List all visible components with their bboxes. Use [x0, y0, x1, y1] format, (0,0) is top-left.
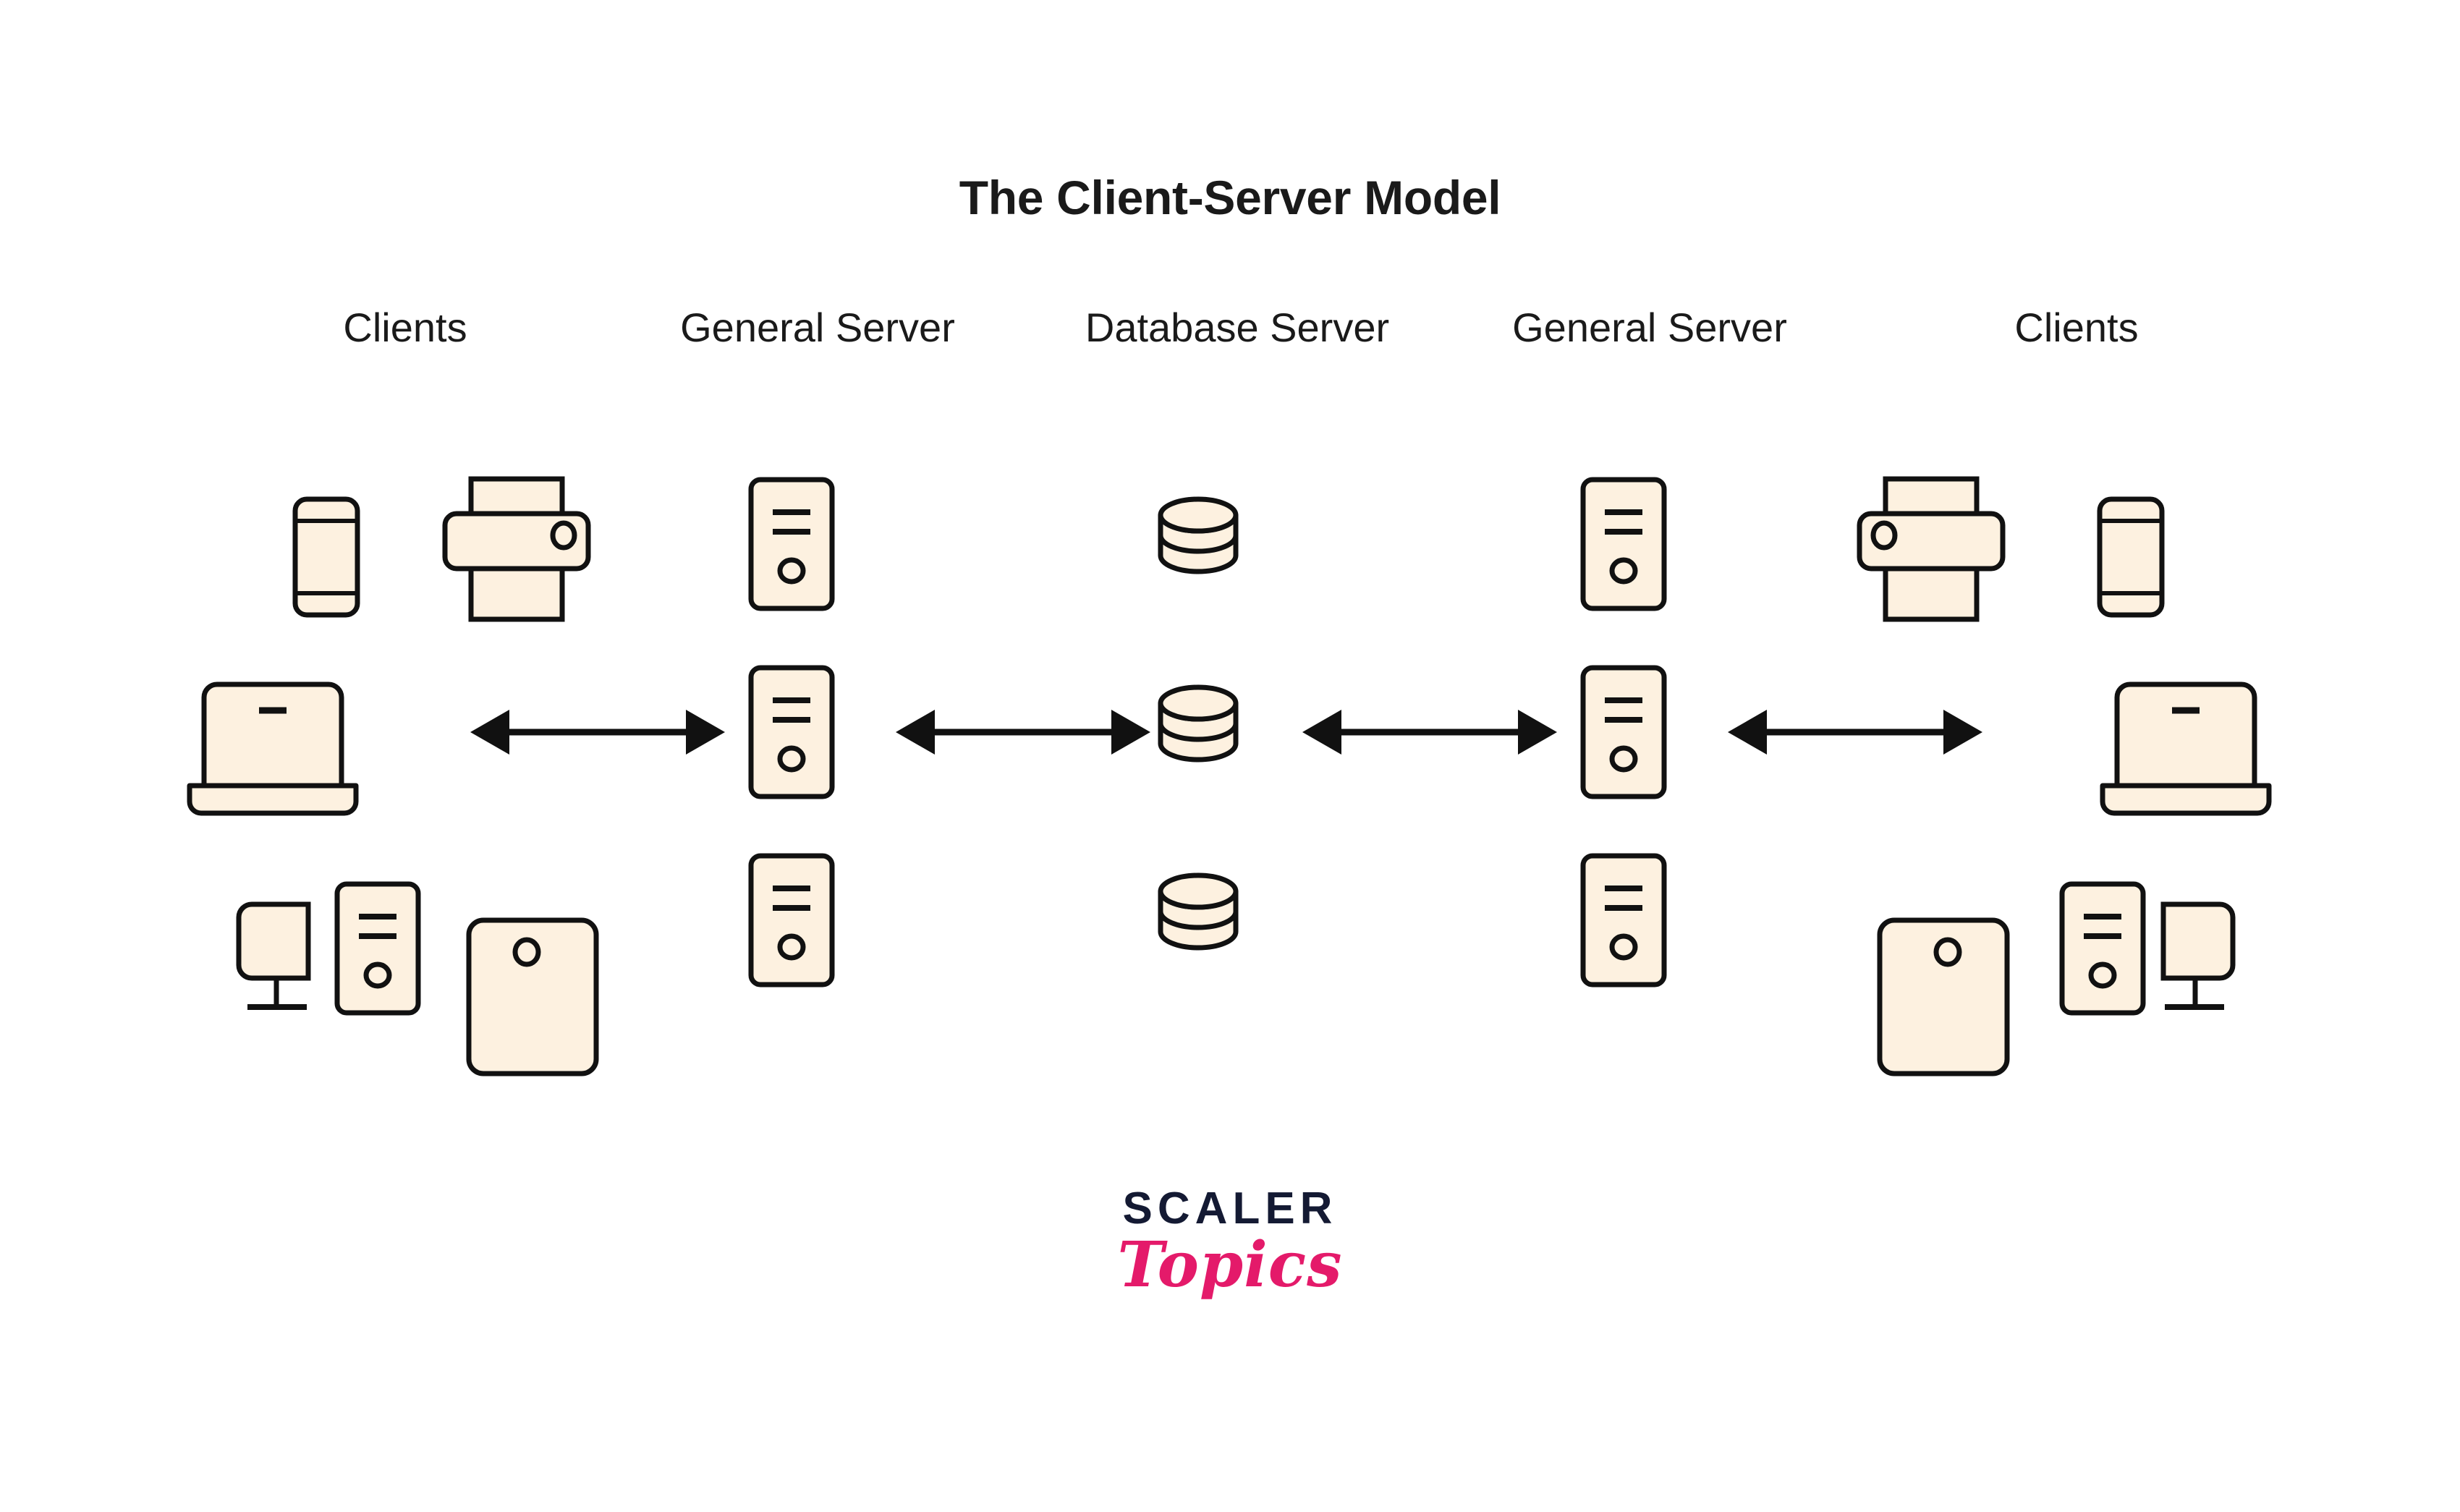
column-label-general-server-left: General Server	[680, 305, 955, 350]
client-group-right	[1859, 479, 2269, 1074]
database-cylinder-icon[interactable]	[1161, 687, 1236, 760]
page-title: The Client-Server Model	[959, 171, 1501, 224]
tablet-icon[interactable]	[469, 920, 596, 1074]
monitor-icon[interactable]	[2163, 904, 2233, 1007]
scaler-topics-logo: SCALER Topics	[0, 1186, 2460, 1296]
logo-scaler-text: SCALER	[1122, 1184, 1338, 1233]
database-cylinder-icon[interactable]	[1161, 875, 1236, 948]
laptop-icon[interactable]	[2103, 684, 2269, 813]
server-tower-icon[interactable]	[1583, 668, 1664, 797]
connection-arrow-database-to-server	[1302, 710, 1557, 755]
column-label-database-server: Database Server	[1085, 305, 1390, 350]
smartphone-icon[interactable]	[2100, 499, 2162, 615]
database-stack	[1161, 499, 1236, 948]
server-tower-icon[interactable]	[1583, 856, 1664, 985]
client-group-left	[190, 479, 596, 1074]
printer-icon[interactable]	[445, 479, 588, 619]
desktop-tower-icon[interactable]	[337, 884, 418, 1013]
smartphone-icon[interactable]	[295, 499, 357, 615]
server-stack-left	[751, 480, 832, 985]
column-label-clients-right: Clients	[2014, 305, 2139, 350]
desktop-tower-icon[interactable]	[2062, 884, 2143, 1013]
monitor-icon[interactable]	[239, 904, 308, 1007]
server-tower-icon[interactable]	[751, 856, 832, 985]
server-tower-icon[interactable]	[1583, 480, 1664, 608]
laptop-icon[interactable]	[190, 684, 356, 813]
connection-arrow-server-to-database	[896, 710, 1150, 755]
connection-arrow-clients-left-to-server	[470, 710, 725, 755]
column-label-general-server-right: General Server	[1512, 305, 1787, 350]
connection-arrow-server-to-clients-right	[1728, 710, 1982, 755]
tablet-icon[interactable]	[1880, 920, 2007, 1074]
server-stack-right	[1583, 480, 1664, 985]
server-tower-icon[interactable]	[751, 480, 832, 608]
printer-icon[interactable]	[1859, 479, 2003, 619]
server-tower-icon[interactable]	[751, 668, 832, 797]
logo-topics-text: Topics	[1117, 1228, 1343, 1301]
column-label-clients-left: Clients	[343, 305, 467, 350]
database-cylinder-icon[interactable]	[1161, 499, 1236, 572]
